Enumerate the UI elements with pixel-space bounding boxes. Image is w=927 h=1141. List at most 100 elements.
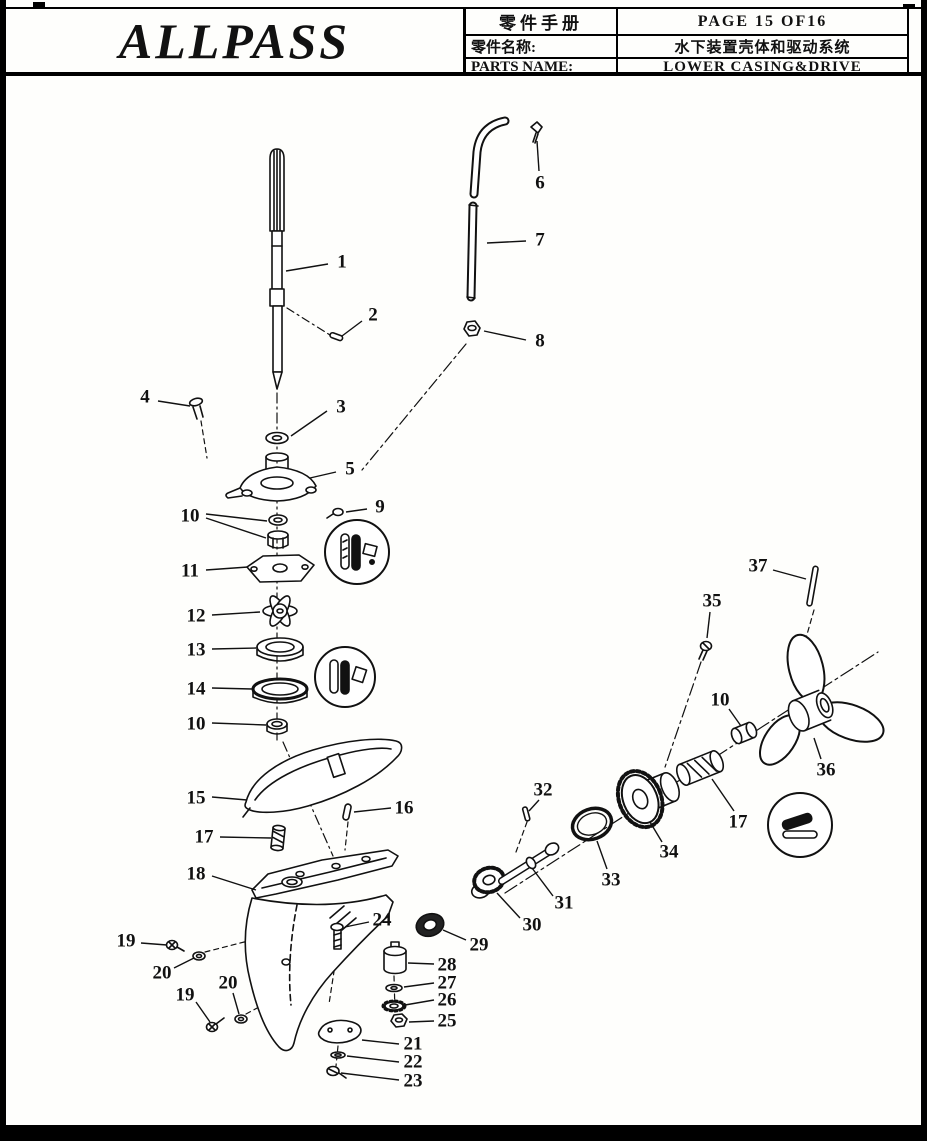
leader-line [531,867,554,897]
leader-line [309,471,337,479]
leader-line [219,836,272,839]
part-label-1: 1 [337,252,347,273]
leader-line [211,722,267,726]
part-label-4: 4 [140,387,150,408]
leader-line [706,611,711,639]
registration-mark-left [33,2,45,10]
water-pump-housing-icon [225,452,317,502]
part-label-35: 35 [703,591,722,612]
washer-icon [265,431,289,445]
leader-line [442,929,467,941]
leader-line [813,737,822,760]
bearing-carrier-icon [615,769,680,830]
detail-callout-keys2-icon [314,646,376,708]
leader-line [157,400,191,407]
part-label-3: 3 [336,397,346,418]
leader-line [285,263,329,272]
title-table-row-1: 零件手册 PAGE 15 OF16 [466,9,907,36]
leader-line [173,957,195,969]
page-border-bottom [0,1125,927,1141]
part-label-17: 17 [195,827,215,848]
part-label-13: 13 [187,640,206,661]
parts-name-value-en: LOWER CASING&DRIVE [663,59,862,75]
leader-line [403,982,435,988]
page-border-right [921,0,927,1141]
leader-line [496,892,521,919]
part-label-24: 24 [373,910,393,931]
leader-line [649,821,663,843]
part-label-10: 10 [711,690,730,711]
leader-line [361,1039,400,1045]
carrier-screw-icon [698,640,713,661]
shear-pin-small-icon [521,806,531,822]
propeller-icon [759,633,885,766]
part-label-27: 27 [438,973,458,994]
part-label-31: 31 [555,893,574,914]
page-border-left [0,0,6,1141]
title-table-row-3: PARTS NAME: LOWER CASING&DRIVE [466,59,907,76]
part-label-5: 5 [345,459,355,480]
part-label-25: 25 [438,1011,457,1032]
part-label-34: 34 [660,842,680,863]
washer-22-icon [330,1051,346,1059]
part-label-21: 21 [404,1034,423,1055]
tube-seal-icon [463,320,481,337]
nut-icon [390,1013,408,1028]
leader-line [205,517,267,539]
pump-screw-icon [326,507,344,519]
logo: ALLPASS [6,9,466,72]
leader-line [536,140,540,172]
o-ring-icon [570,806,614,842]
title-table-row-2: 零件名称: 水下装置壳体和驱动系统 [466,36,907,59]
seal-housing-icon [251,677,309,704]
leader-line [140,942,168,946]
leader-line [596,840,608,870]
registration-mark-right [903,4,915,13]
tube-clip-icon [530,121,543,144]
dowel-pin-icon [342,803,352,821]
part-label-2: 2 [368,305,378,326]
stud-bolt-icon [330,922,344,950]
leader-line [344,921,370,928]
part-label-18: 18 [187,864,206,885]
leader-line [290,410,328,437]
manual-label: 零件手册 [466,9,618,34]
leader-line [772,569,807,580]
leader-line [486,240,527,244]
part-label-23: 23 [404,1071,423,1092]
part-label-10: 10 [187,714,206,735]
part-label-7: 7 [535,230,545,251]
pump-plate-icon [246,554,315,583]
part-label-20: 20 [153,963,172,984]
title-table: 零件手册 PAGE 15 OF16 零件名称: 水下装置壳体和驱动系统 PART… [466,9,909,76]
detail-callout-keys-icon [324,519,390,585]
part-label-17: 17 [729,812,749,833]
parts-name-label-cn: 零件名称: [466,36,618,57]
bushing-set-icon [267,514,289,549]
cavitation-plate-icon [242,738,403,818]
part-label-6: 6 [535,173,545,194]
gear-case-icon [244,849,399,1052]
part-label-32: 32 [534,780,553,801]
logo-text: ALLPASS [118,12,351,69]
title-block: ALLPASS 零件手册 PAGE 15 OF16 零件名称: 水下装置壳体和驱… [6,9,921,76]
leader-line [195,1001,211,1023]
part-label-20: 20 [219,973,238,994]
lock-washer-icon [381,999,407,1013]
water-tube-icon [466,116,510,302]
leader-line [211,875,257,891]
part-label-8: 8 [535,331,545,352]
part-label-19: 19 [117,931,136,952]
leader-line [211,687,253,690]
detail-callout-shear-pin-icon [767,792,833,858]
bushing-icon [266,718,288,735]
drain-plate-icon [317,1019,362,1044]
leader-line [404,999,435,1006]
part-label-22: 22 [404,1052,423,1073]
shear-pin-icon [806,565,819,607]
page-border-top [0,7,927,9]
part-label-11: 11 [181,561,199,582]
part-label-10: 10 [181,506,200,527]
part-label-36: 36 [817,760,836,781]
